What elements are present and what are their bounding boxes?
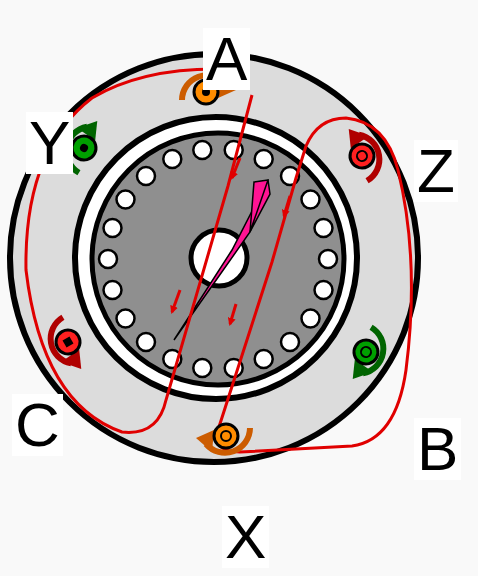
phase-label: C bbox=[12, 394, 63, 456]
phase-label: X bbox=[222, 506, 269, 568]
rotor-slot bbox=[104, 281, 122, 299]
rotor-slot bbox=[315, 219, 333, 237]
phase-label: Y bbox=[26, 112, 73, 174]
rotor-slot bbox=[315, 281, 333, 299]
rotor-slot bbox=[117, 191, 135, 209]
rotor-slot bbox=[255, 350, 273, 368]
rotor-slot bbox=[99, 250, 117, 268]
rotor-slot bbox=[117, 310, 135, 328]
phase-label: B bbox=[414, 418, 461, 480]
rotor-slot bbox=[193, 359, 211, 377]
rotor-slot bbox=[193, 141, 211, 159]
rotor-slot bbox=[302, 310, 320, 328]
rotor-slot bbox=[163, 150, 181, 168]
rotor-slot bbox=[255, 150, 273, 168]
rotor-slot bbox=[137, 333, 155, 351]
rotor-slot bbox=[137, 167, 155, 185]
rotor-slot bbox=[302, 191, 320, 209]
phase-label: A bbox=[203, 28, 250, 90]
rotor-slot bbox=[104, 219, 122, 237]
rotor-slot bbox=[281, 333, 299, 351]
phase-label: Z bbox=[414, 140, 458, 202]
rotor-slot bbox=[319, 250, 337, 268]
